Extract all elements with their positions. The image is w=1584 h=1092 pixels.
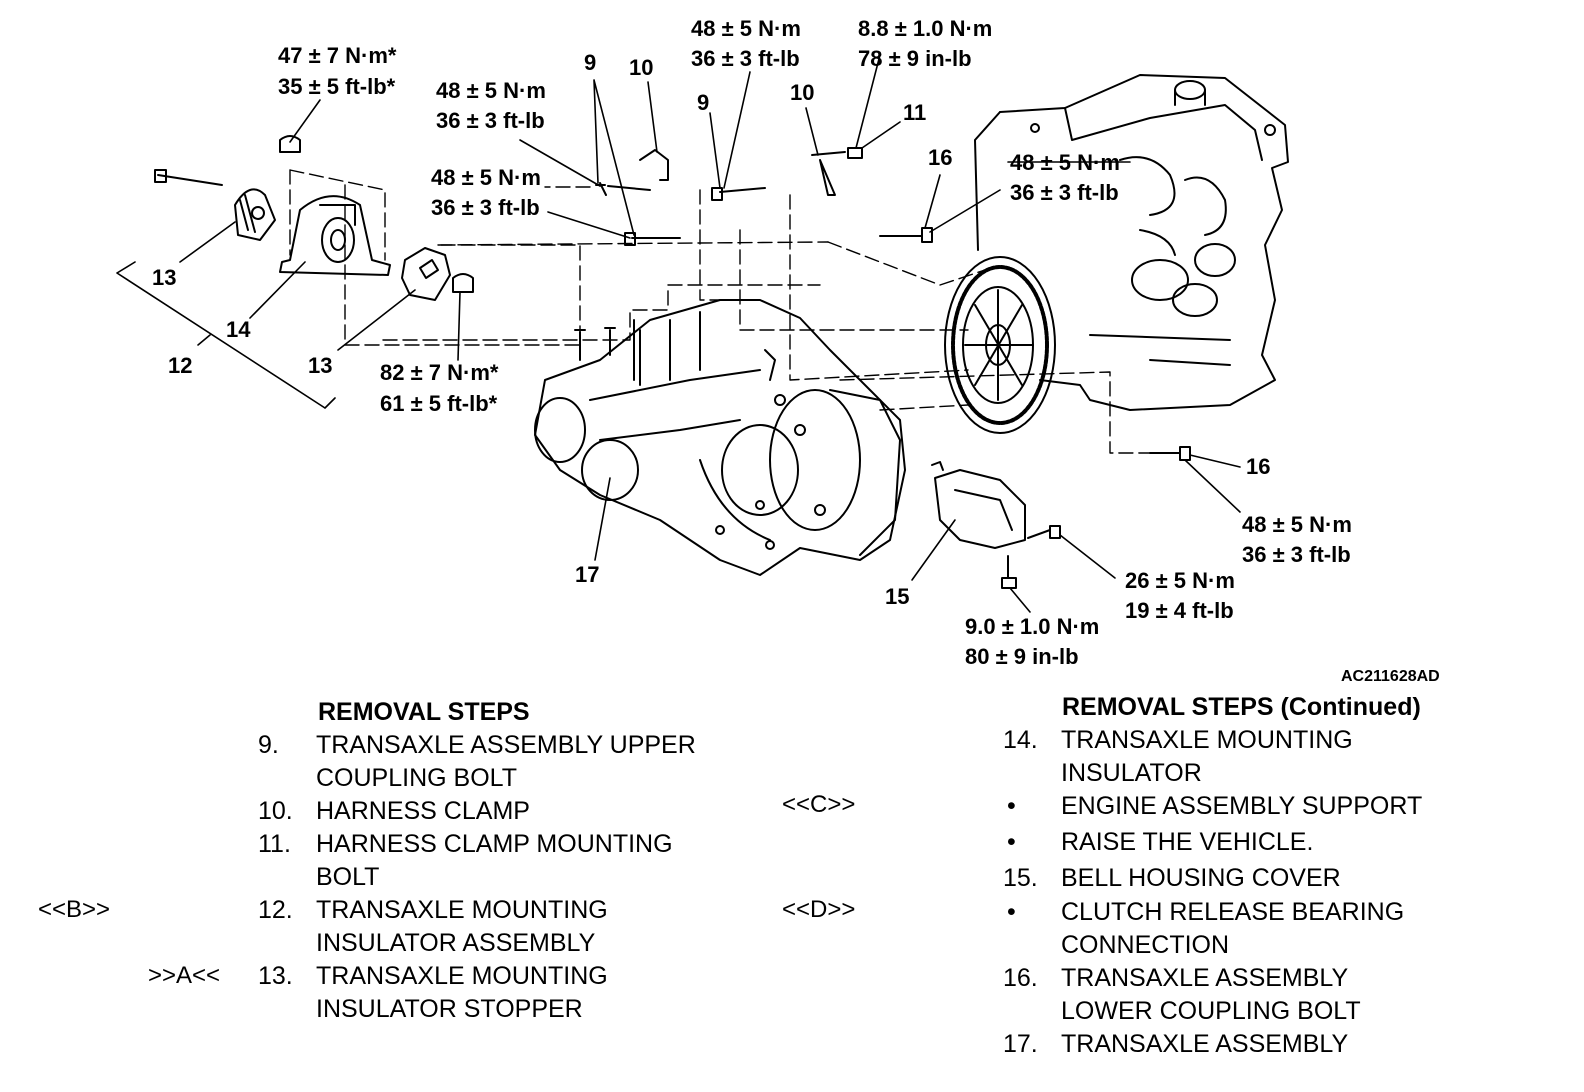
callout-12: 12: [168, 353, 192, 378]
insulator-stopper-left: [234, 188, 276, 241]
step-text: LOWER COUPLING BOLT: [1061, 997, 1361, 1025]
step-item: 13. TRANSAXLE MOUNTING INSULATOR STOPPER: [258, 960, 778, 1026]
alignment-lines: [289, 169, 1151, 454]
bullet: •: [1007, 828, 1016, 856]
torque-spec-nm: 48 ± 5 N·m: [691, 16, 801, 41]
removal-steps-continued-heading: REMOVAL STEPS (Continued): [1062, 691, 1421, 724]
callout-10: 10: [629, 55, 653, 80]
step-item: 9. TRANSAXLE ASSEMBLY UPPER COUPLING BOL…: [258, 729, 778, 795]
section-heading: REMOVAL STEPS (Continued): [1062, 693, 1421, 721]
step-item: • ENGINE ASSEMBLY SUPPORT: [1003, 790, 1543, 826]
torque-spec-nm: 48 ± 5 N·m: [436, 78, 546, 103]
step-number: 17.: [1003, 1030, 1038, 1058]
callout-9: 9: [584, 50, 596, 75]
torque-spec-nm: 82 ± 7 N·m*: [380, 360, 499, 385]
step-text: COUPLING BOLT: [316, 764, 517, 792]
torque-spec-nm: 9.0 ± 1.0 N·m: [965, 614, 1099, 639]
service-point-tag: >>A<<: [148, 962, 221, 989]
step-number: 10.: [258, 797, 293, 825]
step-text: INSULATOR: [1061, 759, 1202, 787]
step-number: 9.: [258, 731, 279, 759]
bullet: •: [1007, 898, 1016, 926]
torque-spec-nm: 48 ± 5 N·m: [431, 165, 541, 190]
torque-spec-ftlb: 36 ± 3 ft-lb: [431, 195, 540, 220]
step-number: 16.: [1003, 964, 1038, 992]
step-text: INSULATOR STOPPER: [316, 995, 583, 1023]
leader-lines: [116, 54, 1241, 613]
step-text: CLUTCH RELEASE BEARING: [1061, 898, 1405, 926]
callout-10: 10: [790, 80, 814, 105]
torque-spec-ftlb: 36 ± 3 ft-lb: [436, 108, 545, 133]
step-text: INSULATOR ASSEMBLY: [316, 929, 596, 957]
step-item: • RAISE THE VEHICLE.: [1003, 826, 1543, 862]
callout-16: 16: [928, 145, 952, 170]
step-text: TRANSAXLE MOUNTING: [316, 896, 608, 924]
section-heading: REMOVAL STEPS: [318, 698, 530, 726]
step-item: 15. BELL HOUSING COVER: [1003, 862, 1543, 896]
step-text: TRANSAXLE MOUNTING: [316, 962, 608, 990]
step-text: HARNESS CLAMP: [316, 797, 530, 825]
callout-14: 14: [226, 317, 251, 342]
figure-id: AC211628AD: [1341, 668, 1440, 685]
torque-spec-nm: 48 ± 5 N·m: [1010, 150, 1120, 175]
step-item: • CLUTCH RELEASE BEARING CONNECTION: [1003, 896, 1543, 962]
step-item: 12. TRANSAXLE MOUNTING INSULATOR ASSEMBL…: [258, 894, 778, 960]
step-item: 17. TRANSAXLE ASSEMBLY: [1003, 1028, 1543, 1061]
torque-spec-nm: 48 ± 5 N·m: [1242, 512, 1352, 537]
step-text: CONNECTION: [1061, 931, 1230, 959]
step-number: 12.: [258, 896, 293, 924]
torque-spec-inlb: 80 ± 9 in-lb: [965, 644, 1079, 669]
callout-13: 13: [152, 265, 176, 290]
step-item: 10. HARNESS CLAMP: [258, 795, 778, 828]
torque-spec-ftlb: 36 ± 3 ft-lb: [691, 46, 800, 71]
torque-spec-nm: 47 ± 7 N·m*: [278, 43, 397, 68]
torque-spec-inlb: 78 ± 9 in-lb: [858, 46, 972, 71]
step-number: 14.: [1003, 726, 1038, 754]
transaxle-assembly: [534, 299, 906, 576]
flywheel: [944, 256, 1056, 434]
bullet: •: [1007, 792, 1016, 820]
torque-spec-ftlb: 61 ± 5 ft-lb*: [380, 391, 498, 416]
removal-steps-continued-list: 14. TRANSAXLE MOUNTING INSULATOR • ENGIN…: [1003, 724, 1543, 1061]
removal-steps-heading: REMOVAL STEPS: [318, 696, 530, 729]
service-point-tag: <<C>>: [782, 791, 856, 818]
torque-spec-ftlb: 35 ± 5 ft-lb*: [278, 74, 396, 99]
mounting-insulator: [279, 195, 391, 276]
step-text: TRANSAXLE MOUNTING: [1061, 726, 1353, 754]
torque-spec-nm: 26 ± 5 N·m: [1125, 568, 1235, 593]
exploded-view-diagram: 9 10 9 10 11 16 13 14 12 13 17 15 16 47 …: [116, 16, 1440, 685]
callout-9: 9: [697, 90, 709, 115]
step-text: TRANSAXLE ASSEMBLY: [1061, 1030, 1349, 1058]
step-text: TRANSAXLE ASSEMBLY: [1061, 964, 1349, 992]
step-item: 16. TRANSAXLE ASSEMBLY LOWER COUPLING BO…: [1003, 962, 1543, 1028]
service-point-tag: <<B>>: [38, 896, 111, 923]
bell-housing-cover: [931, 461, 1026, 549]
removal-steps-list: 9. TRANSAXLE ASSEMBLY UPPER COUPLING BOL…: [258, 729, 778, 1026]
service-point-tag: <<D>>: [782, 896, 856, 923]
callout-11: 11: [903, 100, 926, 125]
step-number: 13.: [258, 962, 293, 990]
callout-15: 15: [885, 584, 909, 609]
step-text: ENGINE ASSEMBLY SUPPORT: [1061, 792, 1423, 820]
step-text: RAISE THE VEHICLE.: [1061, 828, 1314, 856]
step-text: HARNESS CLAMP MOUNTING: [316, 830, 673, 858]
insulator-stopper-plate: [401, 247, 451, 301]
engine-block: [974, 74, 1289, 411]
step-text: BOLT: [316, 863, 380, 891]
step-text: BELL HOUSING COVER: [1061, 864, 1341, 892]
step-item: 14. TRANSAXLE MOUNTING INSULATOR: [1003, 724, 1543, 790]
torque-spec-ftlb: 36 ± 3 ft-lb: [1010, 180, 1119, 205]
step-number: 11.: [258, 830, 291, 858]
step-item: 11. HARNESS CLAMP MOUNTING BOLT: [258, 828, 778, 894]
step-number: 15.: [1003, 864, 1038, 892]
step-text: TRANSAXLE ASSEMBLY UPPER: [316, 731, 696, 759]
callout-16: 16: [1246, 454, 1270, 479]
torque-spec-nm: 8.8 ± 1.0 N·m: [858, 16, 992, 41]
callout-13: 13: [308, 353, 332, 378]
torque-spec-ftlb: 36 ± 3 ft-lb: [1242, 542, 1351, 567]
torque-spec-ftlb: 19 ± 4 ft-lb: [1125, 598, 1234, 623]
callout-17: 17: [575, 562, 599, 587]
